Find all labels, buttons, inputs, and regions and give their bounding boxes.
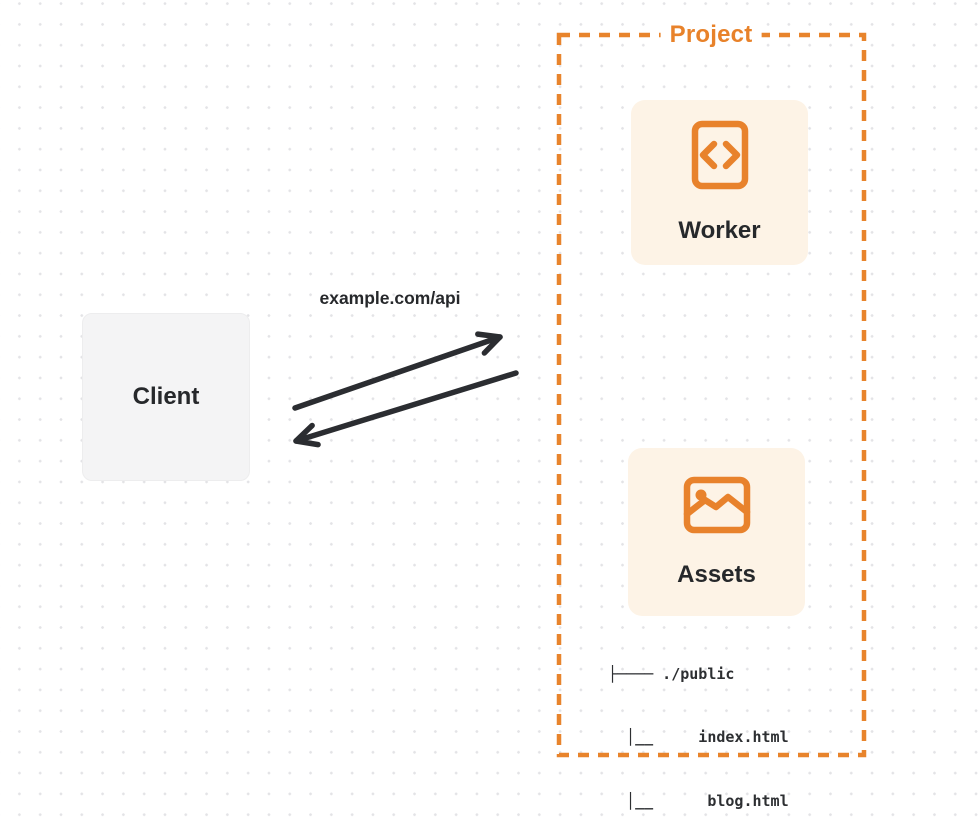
client-label: Client [132, 383, 200, 410]
project-label: Project [660, 21, 762, 49]
assets-card: Assets [628, 448, 805, 616]
file-tree: ├──── ./public │__ index.html │__ blog.h… [608, 621, 789, 818]
file-tree-line-blog: │__ blog.html [608, 792, 789, 811]
file-tree-line-public: ├──── ./public [608, 664, 735, 683]
file-tree-line-index: │__ index.html [608, 728, 789, 747]
image-icon [683, 476, 751, 539]
request-url-label: example.com/api [319, 288, 461, 308]
assets-label: Assets [677, 560, 756, 588]
arrow-to-project [292, 331, 503, 411]
request-response-arrows [292, 331, 519, 448]
client-card: Client [82, 313, 250, 481]
arrow-to-client [293, 370, 519, 448]
project-boundary [556, 32, 867, 758]
worker-card: Worker [631, 100, 808, 265]
code-document-icon [691, 120, 749, 195]
worker-label: Worker [678, 217, 761, 244]
